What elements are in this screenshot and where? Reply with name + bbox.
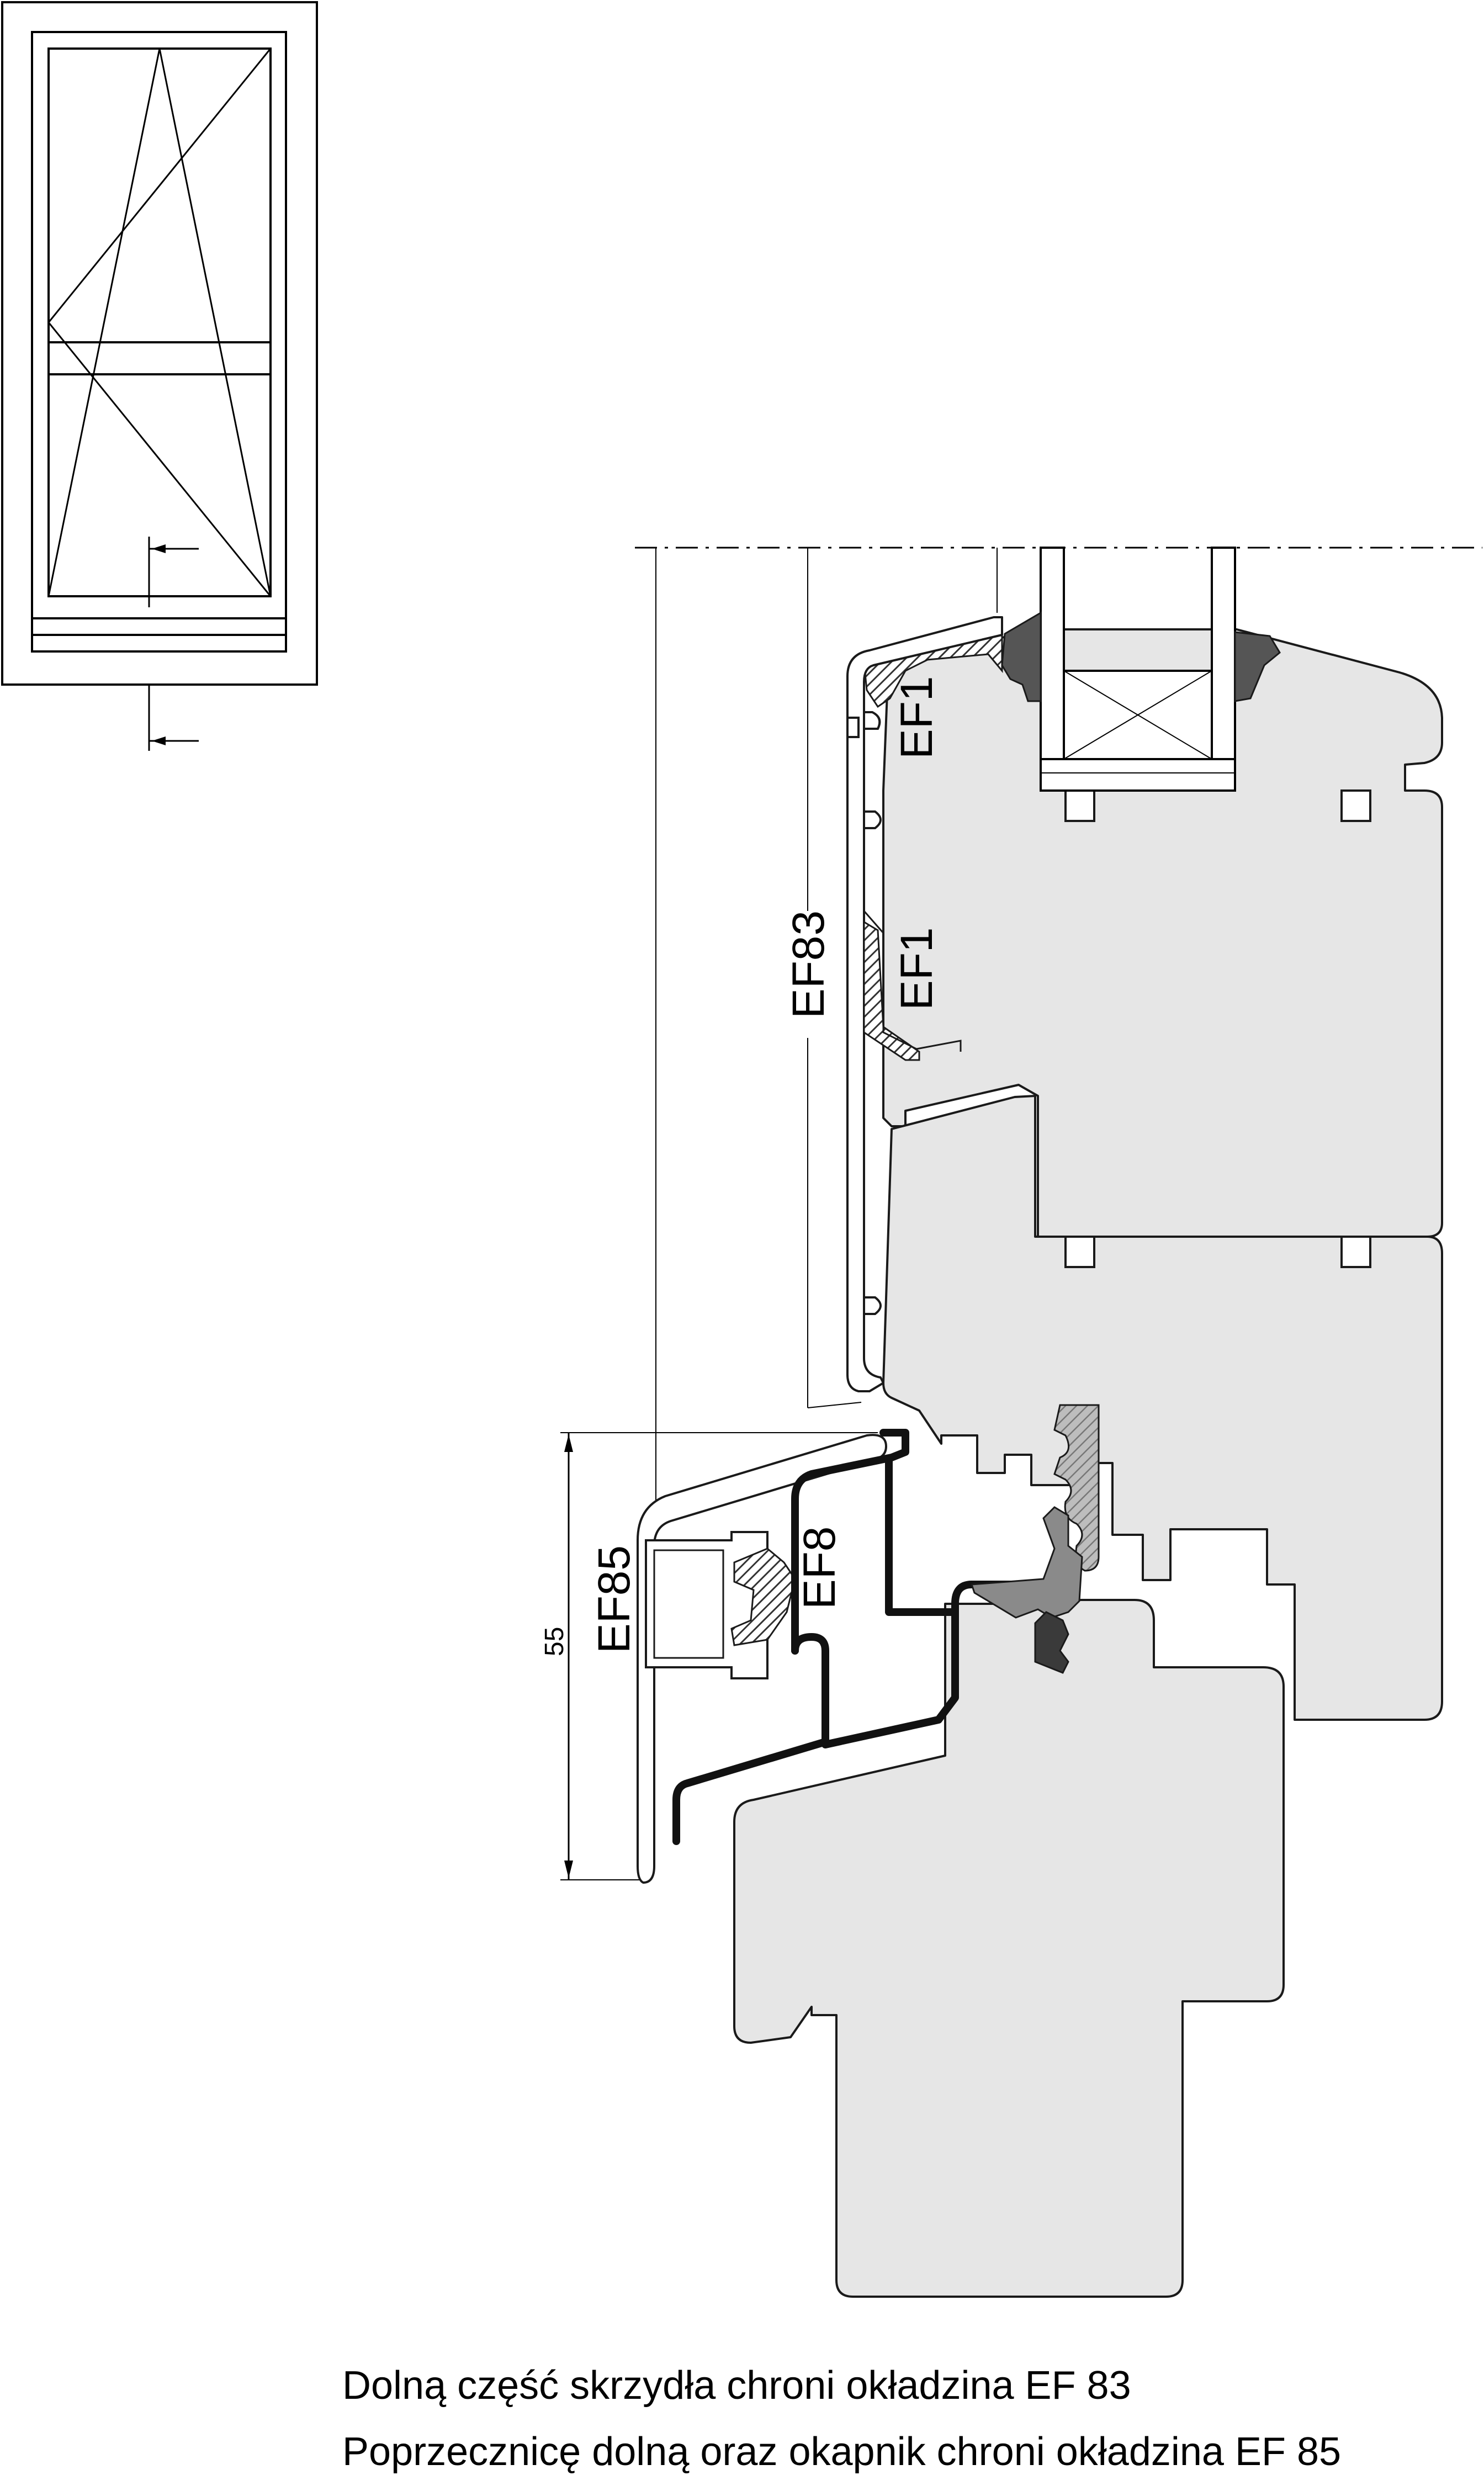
glazing-seal-right — [1234, 631, 1281, 702]
caption-line-2: Poprzecznicę dolną oraz okapnik chroni o… — [342, 2430, 1342, 2474]
glass-pane-left — [1040, 547, 1065, 792]
turn-indicator — [47, 48, 272, 597]
label-ef1-top: EF1 — [892, 676, 942, 759]
sash-outline — [47, 47, 272, 597]
glass-edge-seal — [1040, 758, 1236, 792]
label-ef83: EF83 — [783, 910, 834, 1019]
ef8-drip-profile — [672, 1429, 1072, 1845]
section-arrow-head-2 — [152, 736, 166, 745]
frame-sill-profile — [733, 1599, 1285, 2298]
ef1-mid-seal — [863, 920, 920, 1061]
label-dimension-55: 55 — [540, 1627, 569, 1656]
dimension-55 — [564, 1433, 573, 1880]
label-ef8: EF8 — [794, 1527, 845, 1609]
ef83-clips — [846, 711, 882, 1315]
sash-lower-profile — [882, 1095, 1443, 1721]
wood-sections — [733, 628, 1443, 2298]
frame-inner — [31, 31, 287, 653]
window-elevation-icon — [1, 1, 318, 751]
glass-pane-right — [1211, 547, 1236, 792]
tilt-indicator — [47, 48, 272, 597]
ef1-mid-outline — [863, 910, 962, 1052]
glazing-seal-left — [1001, 611, 1042, 702]
label-ef1-mid: EF1 — [892, 928, 942, 1010]
gasket-slots — [1064, 789, 1371, 1268]
outer-frame — [1, 1, 318, 686]
ef85-inner-chamber — [653, 1549, 724, 1659]
glass-unit — [1040, 547, 1236, 792]
label-ef85: EF85 — [589, 1545, 639, 1653]
sash-gasket-lower — [970, 1506, 1083, 1619]
sash-gasket-upper — [1053, 1404, 1100, 1572]
frame-gasket — [1034, 1611, 1069, 1674]
caption-line-1: Dolną część skrzydła chroni okładzina EF… — [342, 2363, 1131, 2408]
section-arrow-head-1 — [152, 544, 166, 553]
ef85-clip — [730, 1547, 796, 1646]
